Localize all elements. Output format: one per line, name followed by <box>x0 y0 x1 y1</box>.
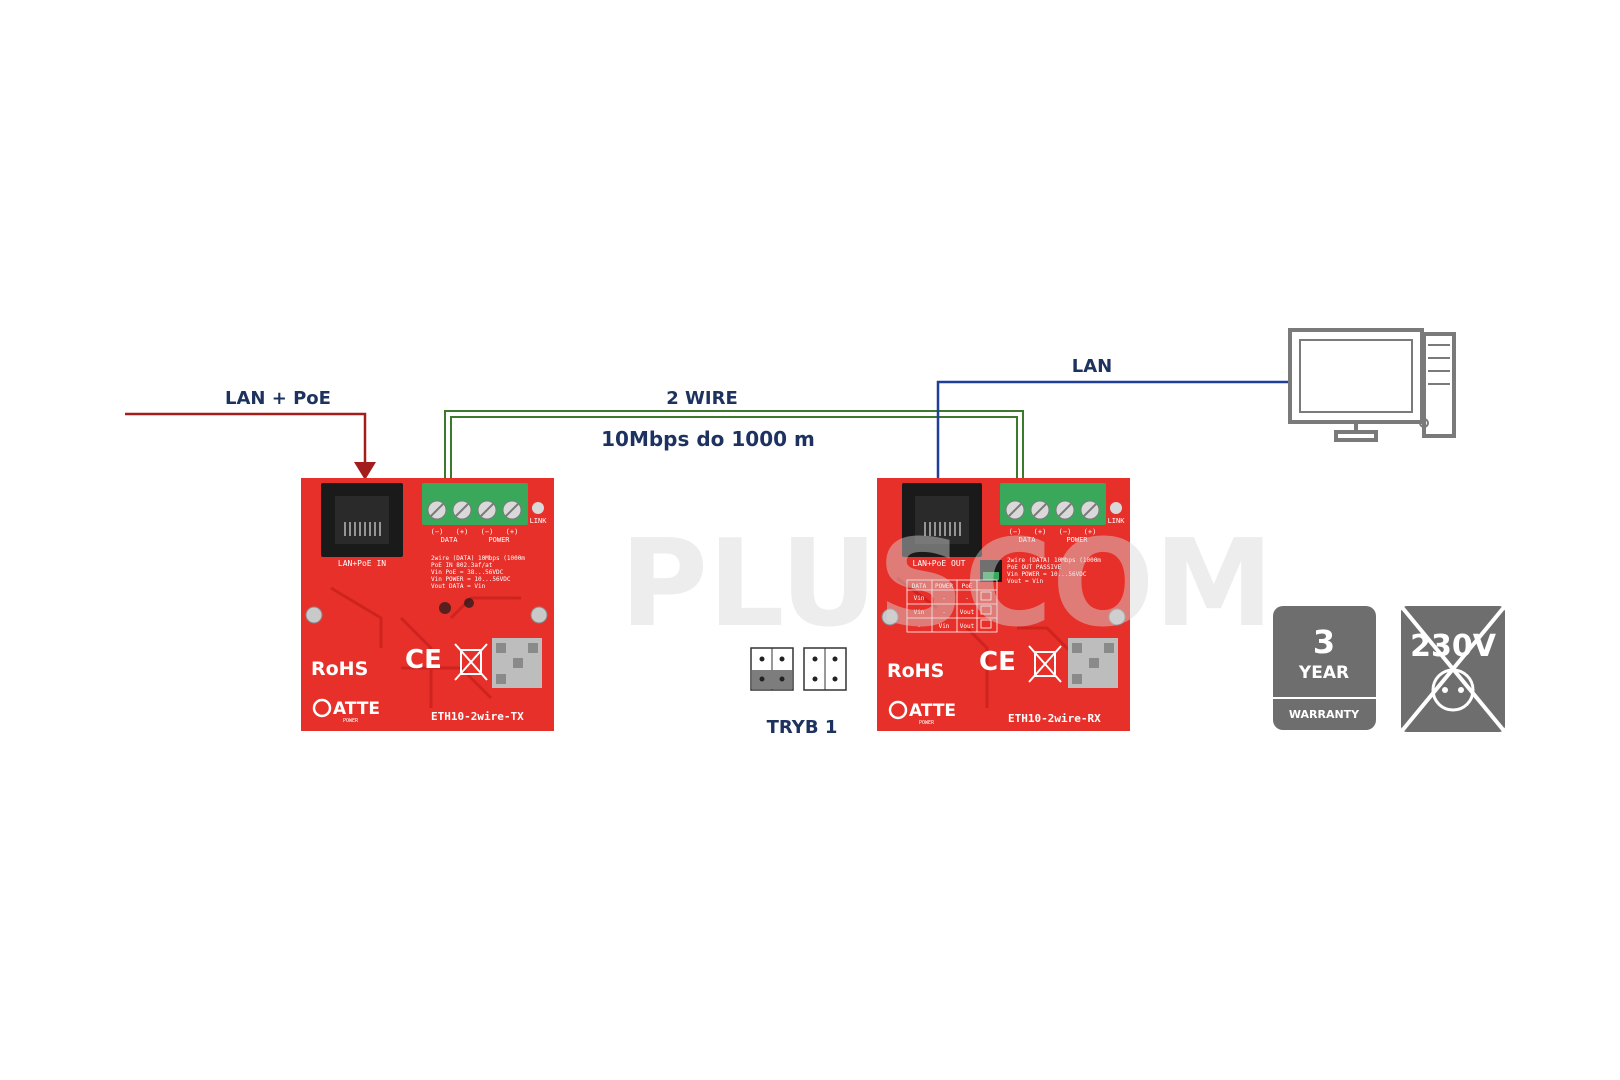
spec-line: Vin POWER = 10...56VDC <box>431 576 511 583</box>
table-header: POWER <box>935 583 953 590</box>
link-led <box>532 502 544 514</box>
desktop-computer-icon <box>1288 328 1456 442</box>
table-cell: - <box>942 609 946 616</box>
watermark-text: PLUSCOM <box>620 515 1274 654</box>
ce-mark: CE <box>979 647 1016 677</box>
model-label: ETH10-2wire-RX <box>1008 712 1101 725</box>
rohs-mark: RoHS <box>311 658 368 680</box>
spec-line: Vout DATA = Vin <box>431 583 486 590</box>
lan-poe-line <box>125 412 376 480</box>
link-label: LINK <box>530 517 548 525</box>
port-label: LAN+PoE OUT <box>913 559 966 568</box>
power-label: POWER <box>1066 536 1088 544</box>
brand-name: ATTE <box>909 701 956 721</box>
table-header: PoE <box>962 583 973 590</box>
warranty-word: YEAR <box>1298 663 1349 683</box>
screw-icon <box>1108 608 1126 626</box>
screw-icon <box>305 606 323 624</box>
spec-line: 2wire (DATA) 10Mbps (1000m <box>431 555 525 562</box>
table-cell: - <box>965 595 969 602</box>
table-cell: Vout <box>960 609 975 616</box>
data-label: DATA <box>441 536 459 544</box>
spec-line: Vin POWER = 10...56VDC <box>1007 571 1087 578</box>
warranty-caption: WARRANTY <box>1289 708 1360 721</box>
two-wire-label: 2 WIRE <box>666 388 738 409</box>
lan-poe-label: LAN + PoE <box>225 388 331 409</box>
spec-text: 2wire (DATA) 10Mbps (1000m PoE IN 802.3a… <box>431 555 525 590</box>
model-label: ETH10-2wire-TX <box>431 710 524 723</box>
atte-logo: ATTE POWER <box>312 698 380 724</box>
brand-sub: POWER <box>919 720 935 726</box>
port-label: LAN+PoE IN <box>338 559 386 568</box>
no-mains-voltage-icon: 230V <box>1399 604 1507 734</box>
spec-line: PoE OUT PASSIVE <box>1007 564 1062 571</box>
terminal-block <box>1000 483 1106 525</box>
terminal-plus-power: (+) <box>506 528 519 536</box>
terminal-minus-data: (−) <box>1009 528 1022 536</box>
jumper-open-icon <box>803 647 847 691</box>
lan-label: LAN <box>1072 356 1112 377</box>
brand-name: ATTE <box>333 699 380 719</box>
mount-hole <box>464 598 474 608</box>
screw-icon <box>881 608 899 626</box>
speed-label: 10Mbps do 1000 m <box>601 427 815 451</box>
table-cell: Vin <box>939 623 950 630</box>
jumper-closed-icon <box>750 647 794 691</box>
mode-label: TRYB 1 <box>767 717 838 738</box>
spec-text: 2wire (DATA) 10Mbps (1000m PoE OUT PASSI… <box>1007 557 1101 585</box>
spec-line: Vin PoE = 38...56VDC <box>431 569 504 576</box>
terminal-block <box>422 483 528 525</box>
warranty-number: 3 <box>1313 623 1335 661</box>
power-label: POWER <box>488 536 510 544</box>
terminal-minus-power: (−) <box>481 528 494 536</box>
link-label: LINK <box>1108 517 1126 525</box>
terminal-plus-data: (+) <box>456 528 469 536</box>
tx-board: LAN+PoE IN LINK (−) (+) (−) (+) DATA POW… <box>301 478 554 731</box>
table-cell: - <box>917 623 921 630</box>
terminal-plus-data: (+) <box>1034 528 1047 536</box>
spec-line: Vout = Vin <box>1007 578 1044 585</box>
terminal-minus-data: (−) <box>431 528 444 536</box>
rj-port <box>321 483 403 557</box>
screw-icon <box>530 606 548 624</box>
lan-line <box>936 380 1290 478</box>
ce-mark: CE <box>405 645 442 675</box>
watermark: PLUSCOM <box>620 515 1274 654</box>
weee-bin-icon <box>1028 645 1062 683</box>
rohs-mark: RoHS <box>887 660 944 682</box>
table-cell: Vout <box>960 623 975 630</box>
brand-sub: POWER <box>343 718 359 724</box>
spec-line: PoE IN 802.3af/at <box>431 562 493 569</box>
table-cell: - <box>942 595 946 602</box>
rx-board: LAN+PoE OUT LINK (−) (+) (−) (+) DATA PO… <box>877 478 1130 731</box>
mount-hole <box>439 602 451 614</box>
warranty-badge-icon: 3 YEAR WARRANTY <box>1273 606 1376 730</box>
link-led <box>1110 502 1122 514</box>
terminal-plus-power: (+) <box>1084 528 1097 536</box>
two-wire-line <box>444 410 1024 482</box>
mode-table: DATA POWER PoE Vin - - Vin - Vout - Vin … <box>906 579 998 633</box>
rj-port <box>902 483 982 557</box>
data-label: DATA <box>1019 536 1037 544</box>
jumper-header <box>980 560 1002 582</box>
weee-bin-icon <box>454 643 488 681</box>
table-cell: Vin <box>914 595 925 602</box>
table-cell: Vin <box>914 609 925 616</box>
spec-line: 2wire (DATA) 10Mbps (1000m <box>1007 557 1101 564</box>
terminal-minus-power: (−) <box>1059 528 1072 536</box>
table-header: DATA <box>912 583 927 590</box>
atte-logo: ATTE POWER <box>888 700 956 726</box>
